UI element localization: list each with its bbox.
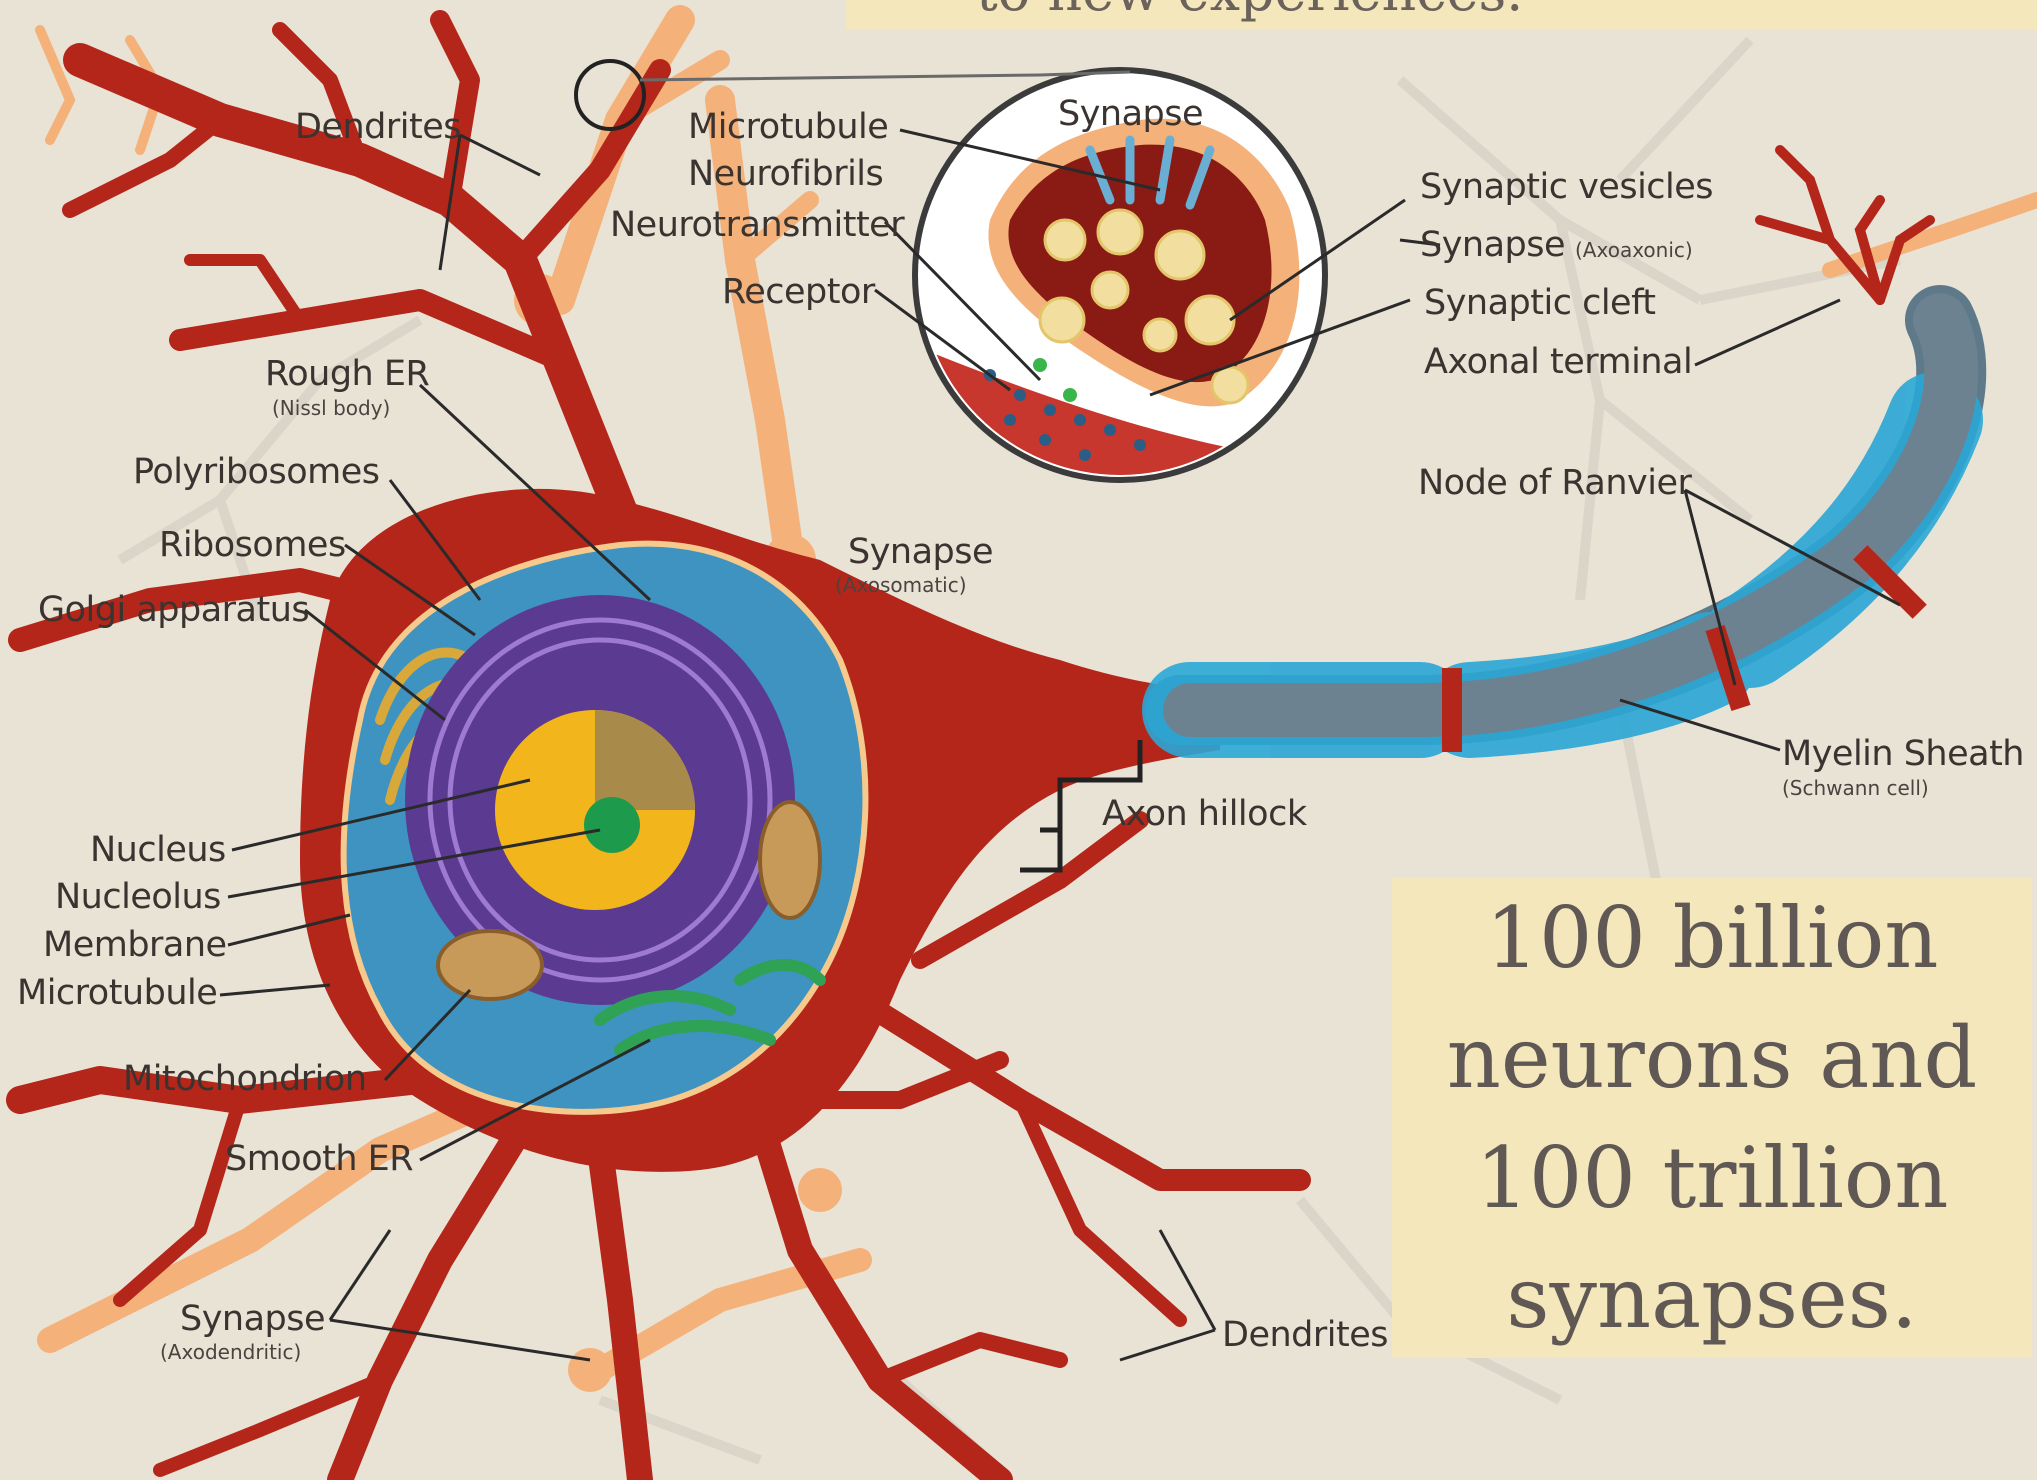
label-neurotransmitter: Neurotransmitter [610, 208, 904, 243]
label-rough-er: Rough ER [265, 357, 429, 392]
label-synapse-axoaxonic: Synapse [1420, 228, 1565, 263]
label-synaptic-vesicles: Synaptic vesicles [1420, 170, 1713, 205]
label-receptor: Receptor [722, 275, 875, 310]
main-caption-line-1: 100 billion [1486, 878, 1939, 998]
label-myelin-sheath-sub: (Schwann cell) [1782, 778, 1929, 798]
label-synapse-axodendritic-sub: (Axodendritic) [160, 1342, 301, 1362]
label-node-of-ranvier: Node of Ranvier [1418, 466, 1691, 501]
main-caption-line-3: 100 trillion [1475, 1118, 1948, 1238]
label-mitochondrion: Mitochondrion [123, 1062, 367, 1097]
label-dendrites-top: Dendrites [295, 110, 461, 145]
main-caption-line-4: synapses. [1506, 1238, 1917, 1358]
mitochondrion-right [760, 802, 820, 918]
label-synapse-axoaxonic-sub: (Axoaxonic) [1575, 240, 1693, 260]
label-golgi-apparatus: Golgi apparatus [38, 593, 309, 628]
top-caption-box: to new experiences. [846, 0, 2037, 30]
label-synapse-inset: Synapse [1058, 97, 1203, 132]
axonal-terminal [1760, 150, 1930, 300]
label-microtubule: Microtubule [17, 976, 217, 1011]
label-axonal-terminal: Axonal terminal [1424, 345, 1692, 380]
label-dendrites-bottom: Dendrites [1222, 1318, 1388, 1353]
label-polyribosomes: Polyribosomes [133, 455, 379, 490]
mitochondrion-left [438, 931, 542, 999]
label-nucleus: Nucleus [90, 833, 226, 868]
main-caption-line-2: neurons and [1447, 998, 1978, 1118]
label-ribosomes: Ribosomes [159, 528, 346, 563]
label-smooth-er: Smooth ER [225, 1142, 413, 1177]
top-caption: to new experiences. [976, 0, 1523, 23]
main-caption-box: 100 billion neurons and 100 trillion syn… [1392, 878, 2032, 1358]
label-rough-er-sub: (Nissl body) [272, 398, 390, 418]
nucleolus [584, 797, 640, 853]
label-myelin-sheath: Myelin Sheath [1782, 737, 2024, 772]
label-neurofibrils: Neurofibrils [688, 157, 883, 192]
label-membrane: Membrane [43, 928, 227, 963]
label-synapse-axosomatic: Synapse [848, 535, 993, 570]
label-synapse-axodendritic: Synapse [180, 1302, 325, 1337]
label-microtubule-inset: Microtubule [688, 110, 888, 145]
label-synapse-axosomatic-sub: (Axosomatic) [835, 575, 967, 595]
label-axon-hillock: Axon hillock [1102, 797, 1307, 832]
label-nucleolus: Nucleolus [55, 880, 221, 915]
label-synaptic-cleft: Synaptic cleft [1424, 286, 1656, 321]
